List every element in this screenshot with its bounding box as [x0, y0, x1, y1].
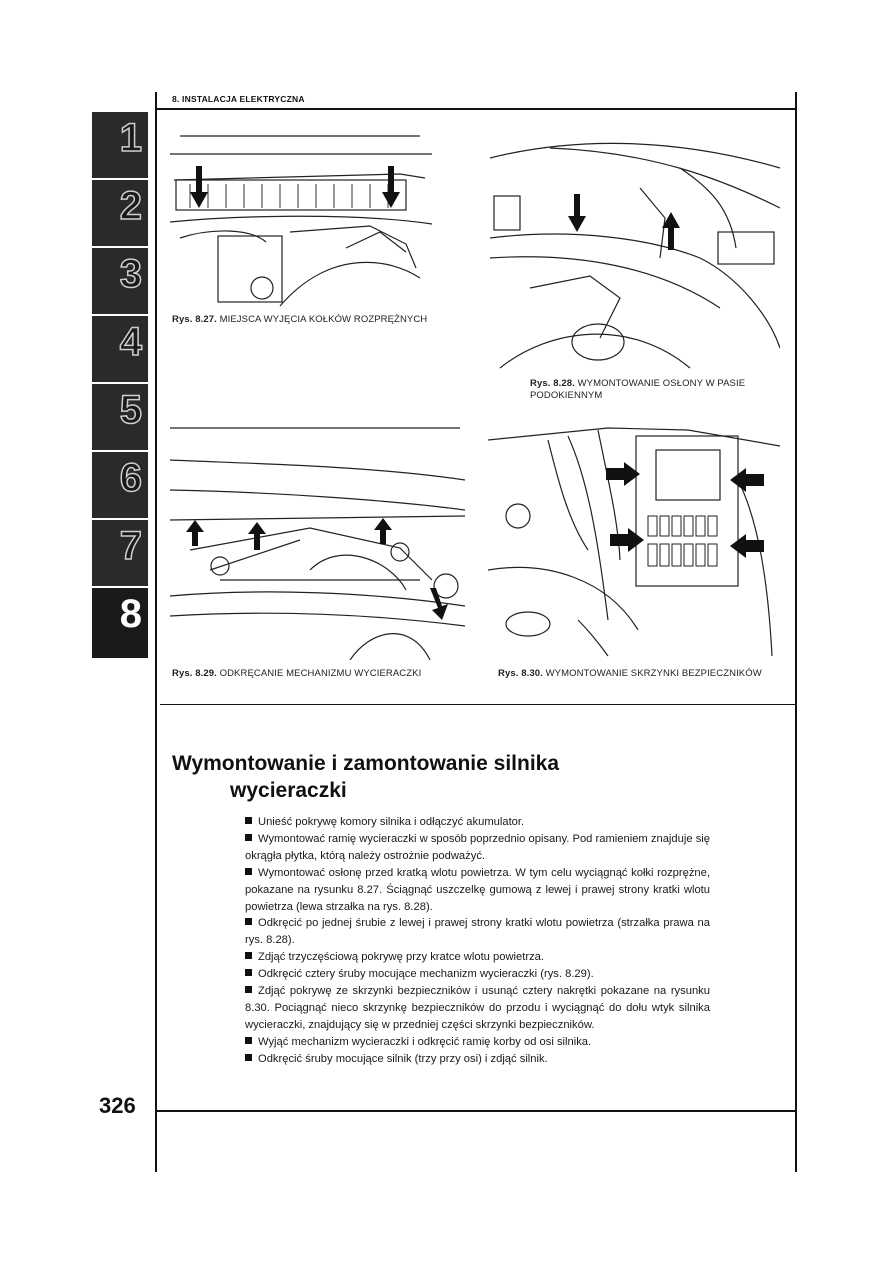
figure-8-27-illustration: [170, 135, 432, 307]
figure-caption-text-line2: PODOKIENNYM: [530, 390, 603, 401]
right-margin-rule: [795, 92, 797, 1172]
chapter-tab-number: 5: [119, 387, 143, 433]
procedure-step-text: Zdjąć trzyczęściową pokrywę przy kratce …: [258, 951, 544, 964]
chapter-tab-number: 2: [119, 183, 143, 229]
procedure-step-text: Odkręcić śruby mocujące silnik (trzy prz…: [258, 1052, 548, 1065]
procedure-step: Zdjąć pokrywę ze skrzynki bezpieczników …: [245, 983, 710, 1034]
bullet-icon: [245, 817, 252, 824]
figure-8-30-caption: Rys. 8.30. WYMONTOWANIE SKRZYNKI BEZPIEC…: [498, 668, 762, 679]
figure-caption-text: MIEJSCA WYJĘCIA KOŁKÓW ROZPRĘŻNYCH: [219, 314, 428, 325]
chapter-tab-6[interactable]: 6: [92, 452, 148, 518]
section-title: Wymontowanie i zamontowanie silnika wyci…: [172, 750, 692, 804]
chapter-tab-1[interactable]: 1: [92, 112, 148, 178]
left-margin-rule: [155, 92, 157, 1172]
chapter-tab-8[interactable]: 8: [92, 588, 148, 658]
figure-label: Rys. 8.29.: [172, 668, 217, 679]
bullet-icon: [245, 1036, 252, 1044]
running-header: 8. INSTALACJA ELEKTRYCZNA: [172, 94, 305, 104]
bullet-icon: [245, 952, 252, 960]
procedure-step: Wymontować osłonę przed kratką wlotu pow…: [245, 865, 710, 916]
bullet-icon: [245, 833, 252, 841]
chapter-tab-number: 8: [119, 592, 142, 636]
procedure-step-text: Odkręcić cztery śruby mocujące mechanizm…: [258, 968, 594, 981]
figure-8-29-caption: Rys. 8.29. ODKRĘCANIE MECHANIZMU WYCIERA…: [172, 668, 421, 679]
figure-label: Rys. 8.28.: [530, 378, 575, 389]
procedure-step-text: Wyjąć mechanizm wycieraczki i odkręcić r…: [258, 1035, 592, 1048]
bullet-icon: [245, 867, 252, 875]
procedure-step-text: Zdjąć pokrywę ze skrzynki bezpieczników …: [245, 985, 710, 1031]
chapter-tab-number: 7: [119, 523, 143, 569]
chapter-tab-4[interactable]: 4: [92, 316, 148, 382]
section-title-line1: Wymontowanie i zamontowanie silnika: [172, 752, 560, 775]
chapter-tab-number: 1: [119, 115, 143, 161]
procedure-step: Wyjąć mechanizm wycieraczki i odkręcić r…: [245, 1034, 710, 1051]
procedure-step: Wymontować ramię wycieraczki w sposób po…: [245, 831, 710, 865]
chapter-tab-2[interactable]: 2: [92, 180, 148, 246]
chapter-tab-number: 6: [119, 455, 143, 501]
figure-8-28-illustration: [490, 142, 780, 369]
procedure-steps: Unieść pokrywę komory silnika i odłączyć…: [245, 814, 710, 1068]
bullet-icon: [245, 969, 252, 977]
footer-rule: [155, 1110, 796, 1112]
figure-label: Rys. 8.27.: [172, 314, 217, 325]
figure-8-27-caption: Rys. 8.27. MIEJSCA WYJĘCIA KOŁKÓW ROZPRĘ…: [172, 314, 427, 325]
header-rule: [155, 108, 796, 110]
procedure-step: Odkręcić śruby mocujące silnik (trzy prz…: [245, 1051, 710, 1068]
procedure-step: Unieść pokrywę komory silnika i odłączyć…: [245, 814, 710, 831]
procedure-step: Odkręcić cztery śruby mocujące mechanizm…: [245, 966, 710, 983]
procedure-step-text: Wymontować osłonę przed kratką wlotu pow…: [245, 866, 710, 913]
figure-caption-text: ODKRĘCANIE MECHANIZMU WYCIERACZKI: [219, 668, 422, 679]
page-number: 326: [99, 1093, 136, 1118]
procedure-step: Odkręcić po jednej śrubie z lewej i praw…: [245, 915, 710, 949]
chapter-tab-5[interactable]: 5: [92, 384, 148, 450]
figure-8-30-illustration: [488, 427, 780, 657]
bullet-icon: [245, 918, 252, 926]
procedure-step-text: Wymontować ramię wycieraczki w sposób po…: [245, 832, 710, 862]
chapter-tab-3[interactable]: 3: [92, 248, 148, 314]
figure-caption-text: WYMONTOWANIE OSŁONY W PASIE: [577, 378, 746, 389]
chapter-tab-number: 3: [119, 251, 143, 297]
procedure-step: Zdjąć trzyczęściową pokrywę przy kratce …: [245, 949, 710, 966]
figures-bottom-rule: [160, 704, 796, 705]
bullet-icon: [245, 986, 252, 994]
figure-caption-text: WYMONTOWANIE SKRZYNKI BEZPIECZNIKÓW: [545, 668, 762, 679]
section-title-line2: wycieraczki: [230, 779, 347, 802]
chapter-tab-7[interactable]: 7: [92, 520, 148, 586]
chapter-tab-number: 4: [119, 319, 143, 365]
procedure-step-text: Odkręcić po jednej śrubie z lewej i praw…: [245, 917, 710, 947]
bullet-icon: [245, 1053, 252, 1061]
procedure-step-text: Unieść pokrywę komory silnika i odłączyć…: [258, 816, 525, 828]
figure-8-29-illustration: [170, 427, 465, 660]
figure-label: Rys. 8.30.: [498, 668, 543, 679]
